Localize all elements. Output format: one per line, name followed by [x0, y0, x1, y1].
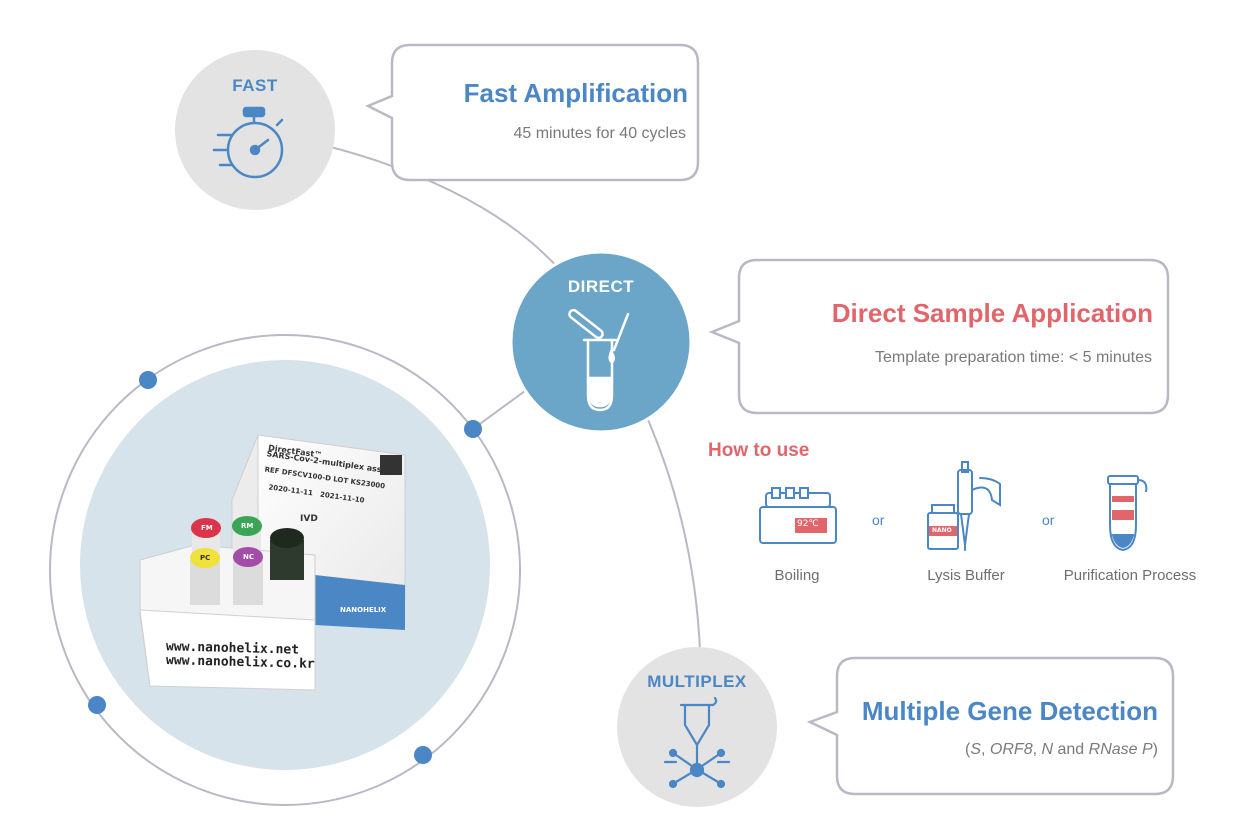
boiling-temp: 92℃ [797, 519, 819, 529]
ring-dot [464, 420, 482, 438]
or-2: or [1042, 512, 1055, 528]
ring-dot [139, 371, 157, 389]
fast-circle [175, 50, 335, 210]
paren-close: ) [1152, 741, 1158, 758]
gene-s: S [970, 741, 982, 758]
gene-orf8: ORF8 [989, 741, 1033, 758]
bottle-label: NANO [932, 527, 952, 534]
multiplex-title: Multiple Gene Detection [861, 696, 1158, 726]
sep-and: and [1053, 741, 1089, 758]
how-to-use-title: How to use [708, 440, 810, 461]
direct-callout-box [708, 258, 1170, 415]
method-purification: Purification Process [1063, 567, 1197, 584]
method-lysis-buffer: Lysis Buffer [927, 567, 1005, 584]
heat-block-icon [759, 487, 837, 544]
direct-title: Direct Sample Application [831, 298, 1153, 328]
ring-dot [88, 696, 106, 714]
ring-dot [414, 746, 432, 764]
multiplex-circle [617, 647, 777, 807]
direct-circle [509, 250, 693, 434]
fast-callout-box [364, 43, 700, 182]
multiplex-subtitle: (S, ORF8, N and RNase P) [965, 741, 1158, 759]
kit-ivd: IVD [300, 514, 318, 524]
or-1: or [872, 512, 885, 528]
vial-label-nc: NC [243, 553, 254, 561]
vial-label-rm: RM [241, 522, 254, 530]
paren-open: ( [965, 741, 971, 758]
multiplex-callout-box [806, 656, 1175, 796]
direct-subtitle: Template preparation time: < 5 minutes [874, 349, 1152, 366]
test-tube-swab-icon [568, 308, 630, 412]
fast-title: Fast Amplification [463, 78, 688, 108]
fast-subtitle: 45 minutes for 40 cycles [513, 125, 686, 142]
pipette-bottle-icon [927, 461, 1001, 551]
kit-brand: NANOHELIX [340, 606, 387, 614]
fast-label: FAST [232, 76, 278, 95]
vial-label-pc: PC [200, 554, 211, 562]
spin-column-icon [1107, 475, 1148, 552]
gene-n: N [1041, 741, 1054, 758]
tube-network-icon [663, 696, 731, 789]
direct-label: DIRECT [567, 277, 635, 296]
sep: , [981, 741, 990, 758]
product-ring [49, 334, 521, 806]
sep: , [1032, 741, 1042, 758]
product-kit-box [139, 434, 406, 691]
method-boiling: Boiling [774, 567, 820, 584]
multiplex-label: MULTIPLEX [647, 672, 747, 691]
gene-rnase-p: RNase P [1088, 741, 1153, 758]
stopwatch-icon [212, 106, 284, 179]
vial-label-fm: FM [201, 524, 213, 532]
